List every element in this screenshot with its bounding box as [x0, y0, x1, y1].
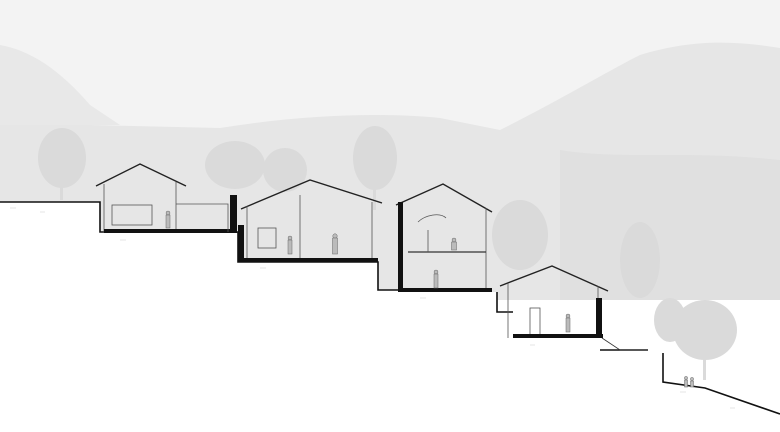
house-2-retaining-wall: [238, 225, 244, 261]
person-figure: [684, 376, 694, 388]
house-4-ramp: [601, 337, 648, 351]
house-1-courtyard-wall: [176, 203, 229, 232]
person-figure: [565, 313, 571, 333]
house-3-roof: [395, 183, 493, 213]
house-2-window: [257, 227, 277, 249]
house-4-roof: [499, 265, 609, 292]
tree-canopy: [620, 222, 660, 298]
house-4-slab: [513, 334, 603, 338]
tree-canopy: [353, 126, 397, 190]
tree-canopy: [38, 128, 86, 188]
person-figure: [165, 210, 171, 229]
tree-canopy: [492, 200, 548, 270]
background-trees: [38, 126, 737, 380]
person-figure: [433, 269, 439, 289]
ground-mass: [0, 202, 780, 432]
house-1-walls: [103, 182, 177, 232]
house-1-slab: [104, 229, 230, 233]
tree-canopy: [263, 148, 307, 192]
house-3-stair: [417, 214, 447, 252]
tree-trunk: [373, 180, 376, 210]
tree-canopy: [654, 298, 686, 342]
house-2-slab: [238, 258, 378, 262]
house-3-slab: [400, 288, 492, 292]
mountain-right-shoulder: [560, 150, 780, 300]
house-1-window: [111, 204, 153, 226]
person-figure: [287, 235, 293, 255]
person-figure: [332, 233, 338, 255]
house-4-wall-cut: [596, 298, 602, 338]
house-1: [95, 163, 237, 233]
house-1-retaining-wall: [230, 195, 237, 233]
house-3-wall-cut: [398, 202, 403, 292]
tree-canopy: [205, 141, 265, 189]
tree-trunk: [60, 175, 63, 200]
house-3: [395, 183, 493, 292]
house-2: [238, 179, 383, 262]
tree-trunk: [703, 350, 706, 380]
house-2-roof: [240, 179, 383, 210]
house-2-walls: [246, 195, 373, 262]
tree-canopy: [673, 300, 737, 360]
person-figure: [451, 237, 457, 251]
mountain-left: [0, 45, 120, 125]
house-4: [499, 265, 694, 388]
ground-hatch: [10, 207, 735, 409]
house-1-roof: [95, 163, 187, 187]
